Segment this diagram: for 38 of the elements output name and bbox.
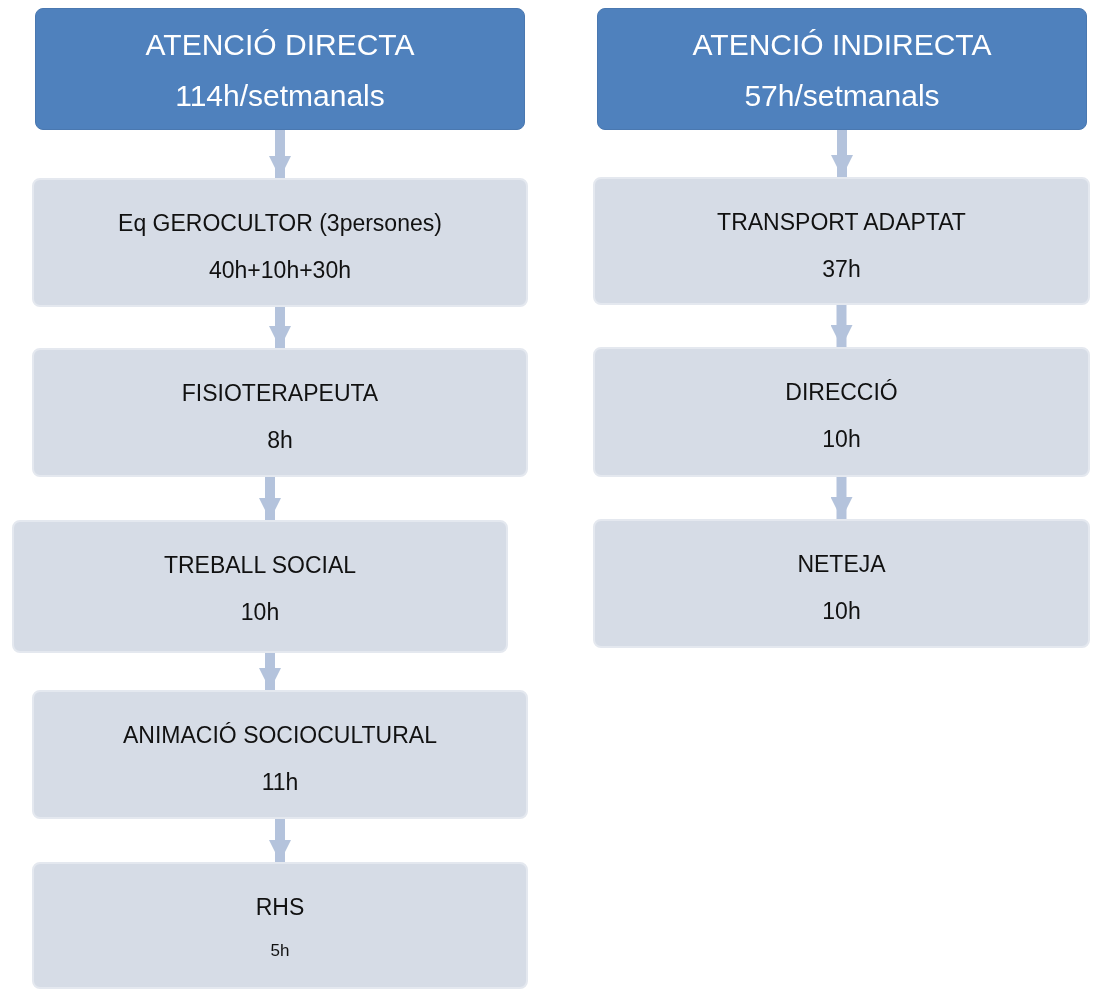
box-title: RHS <box>255 894 305 921</box>
box-title: FISIOTERAPEUTA <box>181 380 379 407</box>
hours-label: 10h <box>822 598 861 625</box>
box-title: ANIMACIÓ SOCIOCULTURAL <box>123 722 437 749</box>
box-title: NETEJA <box>797 551 886 578</box>
header-box <box>597 8 1087 130</box>
process-box <box>32 178 528 307</box>
arrow <box>269 819 291 862</box>
hours-label: 37h <box>822 256 861 283</box>
process-box <box>32 690 528 819</box>
hours-label: 11h <box>261 769 299 796</box>
arrow <box>830 477 853 519</box>
hours-label: 10h <box>822 426 861 453</box>
box-title: ATENCIÓ DIRECTA <box>145 27 415 62</box>
box-title: ATENCIÓ INDIRECTA <box>692 27 992 62</box>
box-title: TRANSPORT ADAPTAT <box>717 209 966 236</box>
arrow <box>259 477 281 520</box>
process-box <box>593 177 1090 305</box>
arrow <box>259 653 281 690</box>
hours-label: 5h <box>270 941 290 961</box>
process-box <box>32 862 528 989</box>
hours-label: 114h/setmanals <box>175 78 385 113</box>
arrow <box>830 305 853 347</box>
process-box <box>32 348 528 477</box>
process-box <box>593 519 1090 648</box>
box-title: TREBALL SOCIAL <box>163 552 357 579</box>
arrow <box>269 130 291 178</box>
hours-label: 10h <box>240 599 280 626</box>
process-box <box>593 347 1090 477</box>
hours-label: 8h <box>267 427 293 454</box>
header-box <box>35 8 525 130</box>
process-box <box>12 520 508 653</box>
hours-label: 40h+10h+30h <box>209 257 351 284</box>
hours-label: 57h/setmanals <box>744 78 940 113</box>
box-title: Eq GEROCULTOR (3persones) <box>118 210 442 237</box>
arrow <box>831 130 853 177</box>
arrow <box>269 307 291 348</box>
box-title: DIRECCIÓ <box>785 379 898 406</box>
